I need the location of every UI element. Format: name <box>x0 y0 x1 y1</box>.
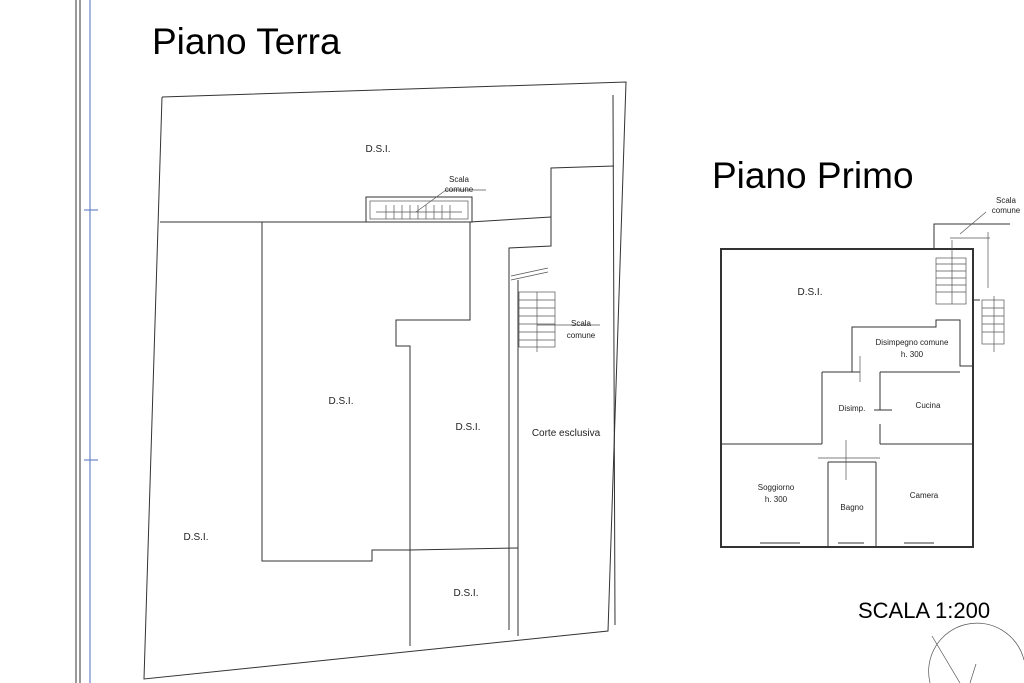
ground-stair-right-label-2: comune <box>567 331 596 340</box>
ground-stair-top-label-1: Scala <box>449 175 470 184</box>
ground-floor-title: Piano Terra <box>152 21 341 62</box>
ground-stair-top-label-2: comune <box>445 185 474 194</box>
first-room-living-height: h. 300 <box>765 495 788 504</box>
north-arrow-icon <box>928 622 1024 683</box>
first-floor-plan <box>720 211 1010 548</box>
first-room-disimp: Disimp. <box>839 404 866 413</box>
ground-floor-plan <box>143 81 627 680</box>
first-room-dsi: D.S.I. <box>797 287 822 298</box>
first-room-kitchen: Cucina <box>916 401 941 410</box>
ground-room-dsi-bottom: D.S.I. <box>453 588 478 599</box>
first-room-bedroom: Camera <box>910 491 939 500</box>
ground-stair-right-label-1: Scala <box>571 319 592 328</box>
ground-stair-right <box>510 267 600 352</box>
drawing-frame <box>75 0 98 683</box>
first-room-hall-name: Disimpegno comune <box>876 338 949 347</box>
ground-room-dsi-center: D.S.I. <box>328 396 353 407</box>
ground-room-dsi-top: D.S.I. <box>365 144 390 155</box>
ground-stair-top-steps <box>376 189 486 219</box>
ground-room-dsi-middle: D.S.I. <box>455 422 480 433</box>
first-room-living-name: Soggiorno <box>758 483 795 492</box>
first-stair-label-1: Scala <box>996 196 1017 205</box>
ground-room-courtyard: Corte esclusiva <box>532 428 601 439</box>
ground-room-dsi-left: D.S.I. <box>183 532 208 543</box>
first-floor-title: Piano Primo <box>712 155 914 196</box>
first-room-bath: Bagno <box>840 503 864 512</box>
scale-label: SCALA 1:200 <box>858 598 990 623</box>
first-stair <box>935 211 1005 352</box>
first-stair-label-2: comune <box>992 206 1021 215</box>
first-room-hall-height: h. 300 <box>901 350 924 359</box>
